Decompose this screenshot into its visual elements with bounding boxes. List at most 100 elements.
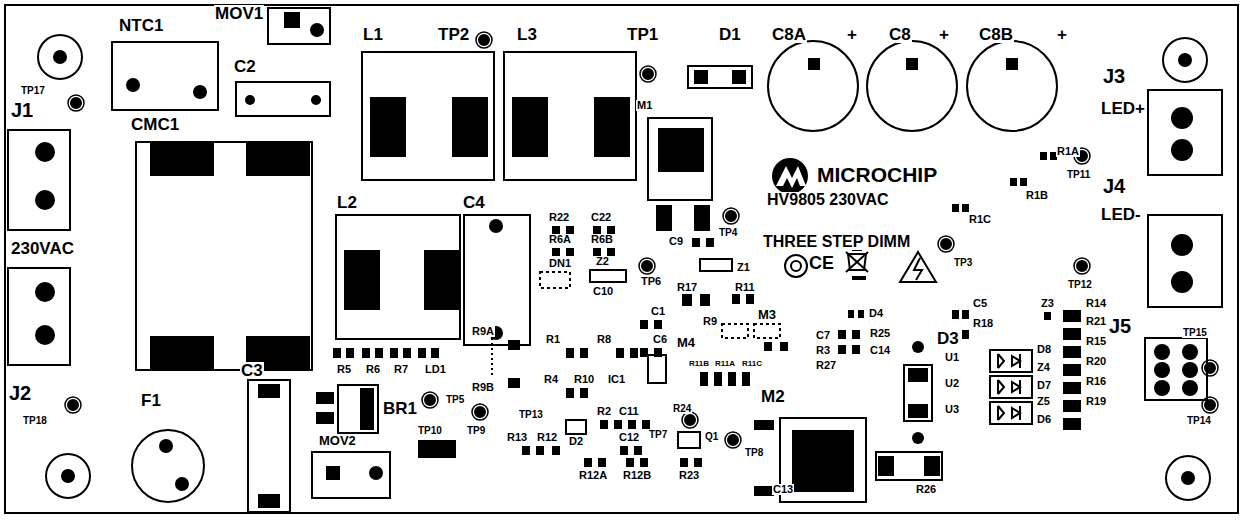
diode-outline — [904, 365, 932, 421]
part-label: R11A — [714, 360, 736, 368]
smd-pad — [952, 204, 959, 212]
smd-pad — [780, 342, 788, 351]
part-label: R19 — [1085, 396, 1107, 407]
part-label: TP14 — [1186, 416, 1212, 426]
smd-pad — [962, 310, 969, 319]
test-point — [68, 35, 1215, 445]
smd-pad — [836, 478, 844, 492]
part-label: MICROCHIP — [816, 164, 938, 185]
part-label: 230VAC — [10, 240, 75, 257]
smd-pad — [728, 372, 736, 386]
part-label: M4 — [676, 336, 696, 349]
part-label: C14 — [869, 345, 891, 356]
part-label: R4 — [543, 374, 559, 385]
smd-pad — [640, 458, 648, 467]
part-label: R12A — [578, 470, 608, 481]
terminal-block — [8, 130, 70, 230]
dotted-outline — [491, 338, 493, 376]
part-label: C2 — [233, 58, 257, 75]
smd-pad — [640, 320, 648, 329]
company-logo — [772, 158, 808, 194]
part-label: R5 — [336, 364, 352, 375]
part-label: C1 — [650, 306, 666, 317]
smd-pad — [598, 458, 606, 467]
inductor-outline — [336, 215, 460, 339]
part-label: Z3 — [1040, 298, 1055, 309]
smd-pad — [962, 204, 969, 212]
mounting-hole — [38, 35, 1210, 500]
smd-pad — [1063, 328, 1081, 340]
part-label: R6B — [590, 234, 614, 245]
part-label: DN1 — [548, 258, 572, 269]
varistor-outline — [312, 452, 390, 498]
smd-pad — [607, 226, 615, 234]
part-label: R20 — [1085, 356, 1107, 367]
smd-pad — [552, 446, 560, 455]
opto-outline — [990, 402, 1032, 424]
part-label: BR1 — [382, 400, 418, 417]
capacitor-outline — [967, 41, 1057, 131]
smd-pad — [952, 310, 959, 319]
transistor-outline — [678, 432, 700, 448]
smd-pad — [742, 372, 750, 386]
smd-pad — [566, 248, 574, 256]
smd-pad — [566, 226, 574, 234]
part-label: R15 — [1085, 336, 1107, 347]
part-label: Z4 — [1036, 362, 1051, 373]
part-label: TP7 — [648, 430, 668, 440]
part-label: R9 — [702, 316, 718, 327]
part-label: R10 — [573, 374, 595, 385]
part-label: R11C — [741, 360, 763, 368]
smd-pad — [764, 342, 772, 351]
part-label: J4 — [1102, 176, 1126, 196]
smd-pad — [584, 458, 592, 467]
part-label: TP15 — [1182, 328, 1208, 338]
smd-pad — [1063, 382, 1081, 394]
part-label: R11B — [688, 360, 710, 368]
smd-pad — [852, 345, 860, 354]
smd-pad — [848, 310, 854, 318]
smd-pad — [962, 330, 969, 339]
capacitor-outline — [768, 41, 858, 131]
smd-pad — [838, 330, 846, 339]
smd-pad — [634, 446, 642, 455]
part-label: C6 — [652, 334, 668, 345]
part-label: D8 — [1036, 344, 1052, 355]
part-label: U3 — [944, 404, 960, 415]
zener-outline — [700, 259, 732, 271]
part-label: R8 — [596, 334, 612, 345]
zener-outline — [590, 270, 626, 282]
smd-pad — [1063, 310, 1081, 322]
smd-pad — [536, 446, 544, 455]
smd-pad — [362, 348, 370, 358]
part-label: + — [1056, 26, 1068, 43]
inductor-outline — [362, 52, 494, 180]
smd-pad — [375, 348, 383, 358]
part-label: C10 — [592, 286, 614, 297]
part-label: R6A — [548, 234, 572, 245]
smd-pad — [403, 348, 411, 358]
smd-pad — [580, 348, 588, 358]
part-label: R13 — [506, 432, 528, 443]
part-label: D3 — [936, 330, 960, 347]
part-label: R27 — [815, 360, 837, 371]
part-label: TP11 — [1066, 170, 1091, 180]
part-label: HV9805 230VAC — [766, 192, 890, 208]
bridge-outline — [338, 385, 378, 433]
part-label: TP4 — [718, 228, 738, 238]
part-label: C4 — [462, 194, 486, 211]
part-label: TP3 — [953, 258, 973, 268]
part-label: C9 — [668, 236, 684, 247]
smd-pad — [1020, 178, 1027, 186]
part-label: IC1 — [607, 374, 626, 385]
part-label: R1A — [1056, 146, 1080, 157]
recycle-symbol — [785, 255, 807, 277]
capacitor-outline — [236, 82, 330, 116]
part-label: R24 — [672, 404, 692, 414]
part-label: R25 — [869, 328, 891, 339]
part-label: TP5 — [445, 395, 465, 405]
part-label: D2 — [568, 436, 584, 447]
inductor-outline — [504, 52, 636, 180]
part-label: C3 — [240, 362, 264, 379]
smd-pad — [1063, 418, 1081, 430]
